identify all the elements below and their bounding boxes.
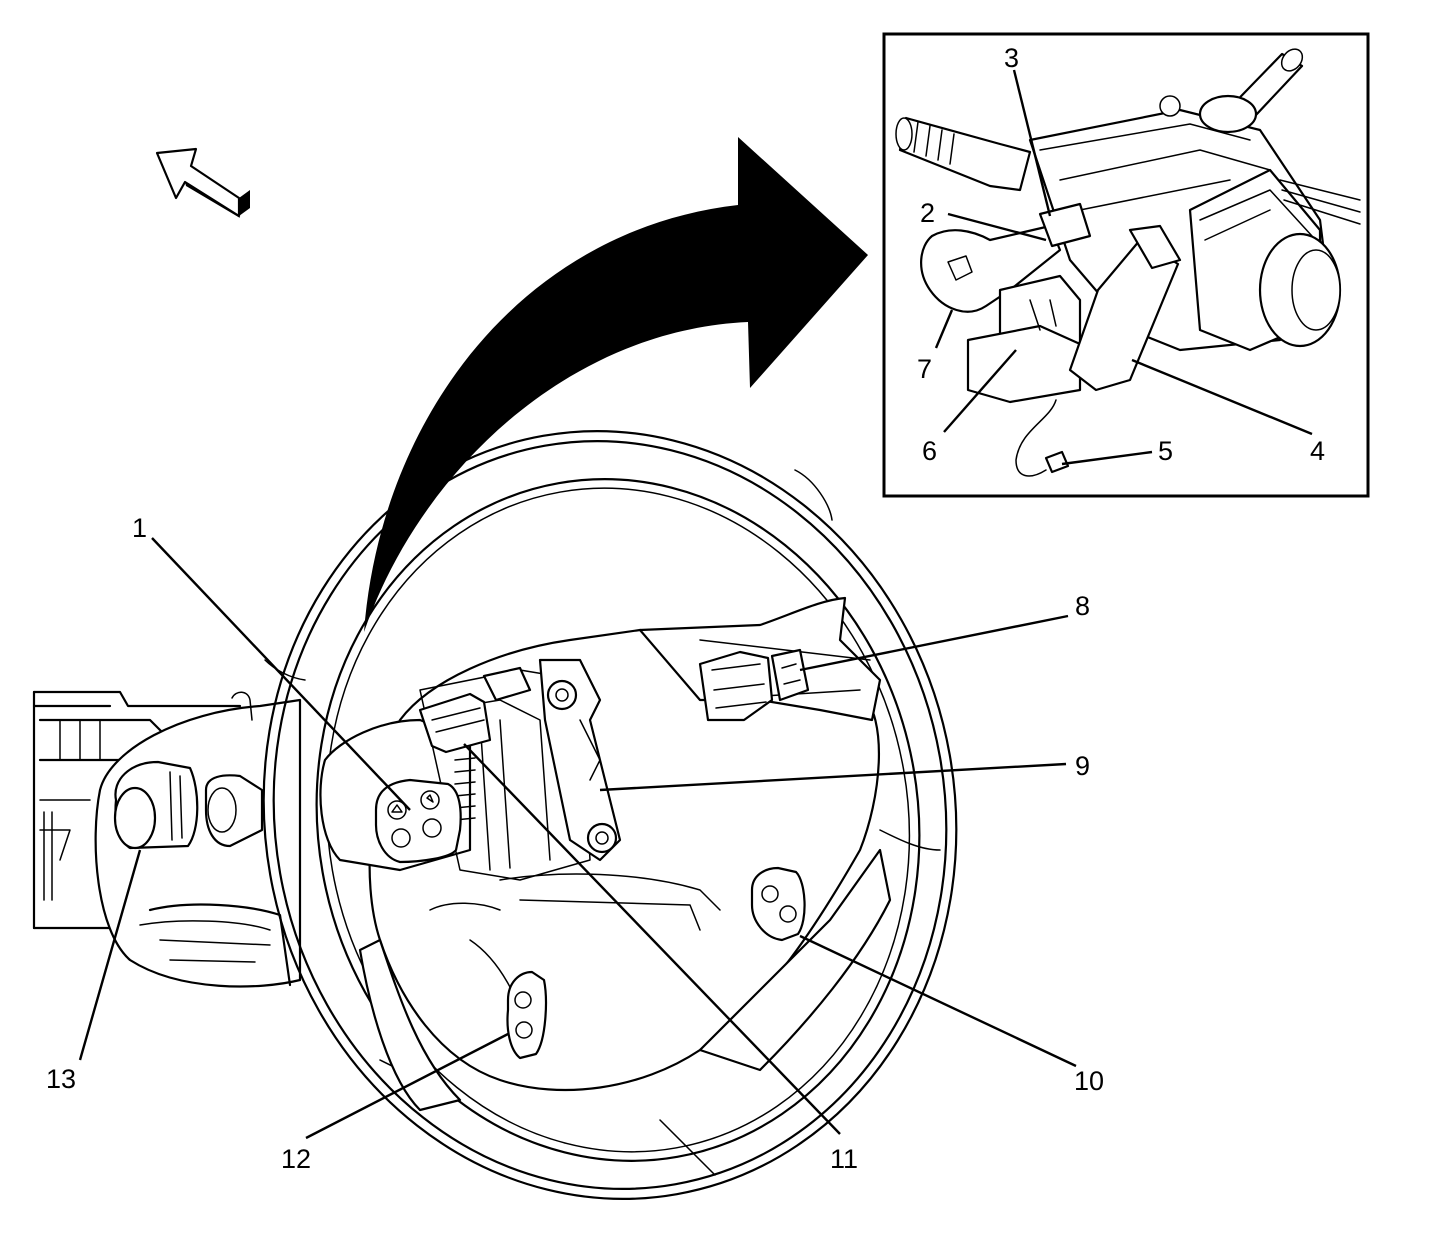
- callout-5: 5: [1158, 436, 1173, 466]
- callout-6: 6: [922, 436, 937, 466]
- callout-8: 8: [1075, 591, 1090, 621]
- leader-lines: [78, 69, 1313, 1140]
- callout-7: 7: [917, 354, 932, 384]
- callout-10: 10: [1074, 1066, 1104, 1096]
- callout-1: 1: [132, 513, 147, 543]
- callout-13: 13: [46, 1064, 76, 1094]
- callout-12: 12: [281, 1144, 311, 1174]
- front-direction-arrow-icon: [155, 147, 250, 218]
- callout-4: 4: [1310, 436, 1325, 466]
- callout-2: 2: [920, 198, 935, 228]
- callout-11: 11: [830, 1144, 858, 1174]
- steering-wheel: [262, 430, 958, 1200]
- callout-labels: 1 2 3 4 5 6 7 8 9 10 11 12 13: [46, 43, 1325, 1174]
- curved-detail-arrow-icon: [364, 137, 868, 632]
- steering-column: [32, 690, 302, 988]
- callout-9: 9: [1075, 751, 1090, 781]
- callout-3: 3: [1004, 43, 1019, 73]
- detail-inset: [882, 32, 1370, 498]
